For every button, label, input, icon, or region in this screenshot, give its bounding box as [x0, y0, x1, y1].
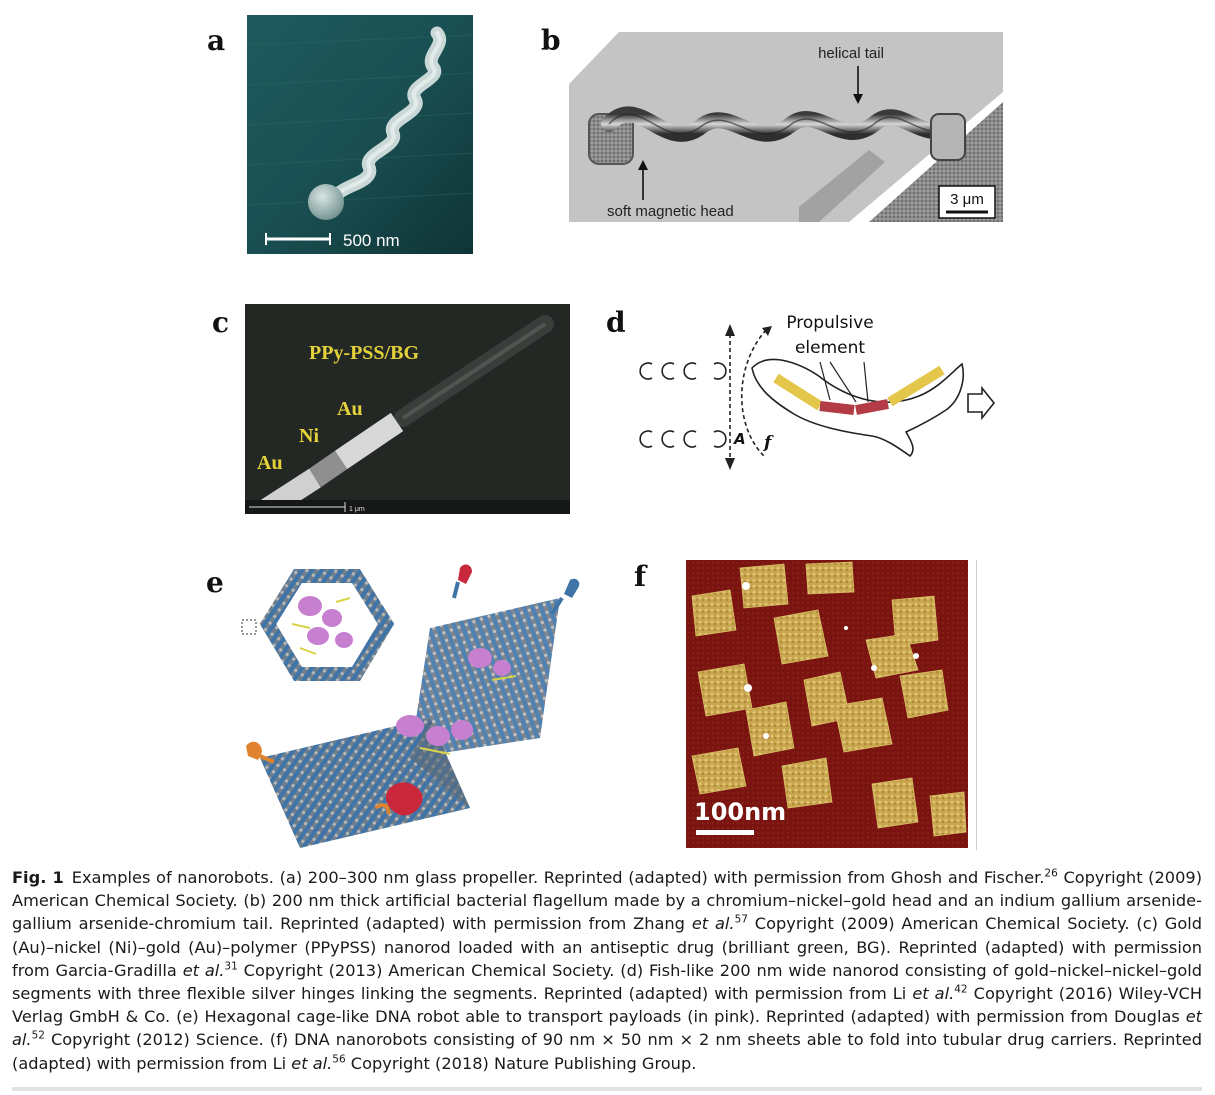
panel-label-a: a	[207, 24, 226, 57]
page-bottom-rule	[12, 1087, 1202, 1091]
caption-etal: et al.	[182, 960, 225, 980]
panel-e-image	[240, 558, 600, 858]
figure-label: Fig. 1	[12, 868, 64, 887]
caption-part-7: Copyright (2018) Nature Publishing Group…	[345, 1053, 697, 1073]
caption-etal: et al.	[12, 1007, 1202, 1050]
caption-part-3: Copyright (2009) American Chemical Socie…	[12, 914, 1203, 980]
panel-label-d: d	[606, 306, 626, 339]
caption-ref-42: 42	[954, 983, 968, 996]
caption-ref-31: 31	[224, 960, 238, 973]
panel-b-scale-text: 3 μm	[950, 191, 984, 208]
panel-f-image: 100nm	[686, 560, 968, 848]
panel-d-element-line2: element	[795, 338, 865, 358]
panel-a-image: 500 nm	[247, 15, 473, 254]
caption-etal: et al.	[691, 914, 735, 934]
panel-d-amp-label: A	[733, 430, 746, 448]
panel-label-b: b	[541, 24, 561, 57]
panel-d-element-line1: Propulsive	[786, 313, 873, 333]
panel-c-seg-au-bottom: Au	[257, 452, 283, 474]
panel-b-image: helical tail soft magnetic head 3 μm	[569, 32, 1003, 222]
panel-label-c: c	[212, 306, 230, 339]
panel-b-callout-bottom: soft magnetic head	[607, 203, 734, 220]
panel-f-edge-rule	[976, 560, 977, 850]
caption-ref-57: 57	[734, 914, 748, 927]
caption-etal: et al.	[912, 984, 955, 1004]
caption-part-6: Copyright (2012) Science. (f) DNA nanoro…	[12, 1030, 1202, 1073]
panel-d-freq-label: f	[763, 433, 774, 453]
panel-a-scale-text: 500 nm	[343, 231, 400, 250]
caption-ref-56: 56	[332, 1053, 346, 1066]
panel-c-scale-text: 1 μm	[349, 506, 365, 513]
panel-d-schematic: A f Propulsive element	[634, 306, 1004, 476]
panel-c-image: PPy-PSS/BG Au Ni Au 1 μm	[245, 304, 570, 514]
figure-caption: Fig. 1 Examples of nanorobots. (a) 200–30…	[12, 866, 1202, 1075]
caption-ref-26: 26	[1044, 867, 1058, 880]
caption-part-1: Examples of nanorobots. (a) 200–300 nm g…	[71, 868, 1045, 887]
caption-ref-52: 52	[31, 1030, 45, 1043]
panel-label-e: e	[206, 566, 224, 599]
caption-part-2: Copyright (2009) American Chemical Socie…	[12, 868, 1203, 934]
panel-b-callout-top: helical tail	[818, 45, 884, 62]
panel-label-f: f	[634, 560, 647, 593]
panel-c-title: PPy-PSS/BG	[309, 342, 419, 364]
caption-part-5: Copyright (2016) Wiley-VCH Verlag GmbH &…	[12, 984, 1203, 1027]
panel-f-scale-text: 100nm	[694, 798, 786, 826]
panel-c-seg-ni: Ni	[299, 425, 319, 447]
caption-etal: et al.	[291, 1053, 333, 1073]
panel-c-seg-au-top: Au	[337, 398, 363, 420]
caption-part-4: Copyright (2013) American Chemical Socie…	[12, 960, 1203, 1004]
